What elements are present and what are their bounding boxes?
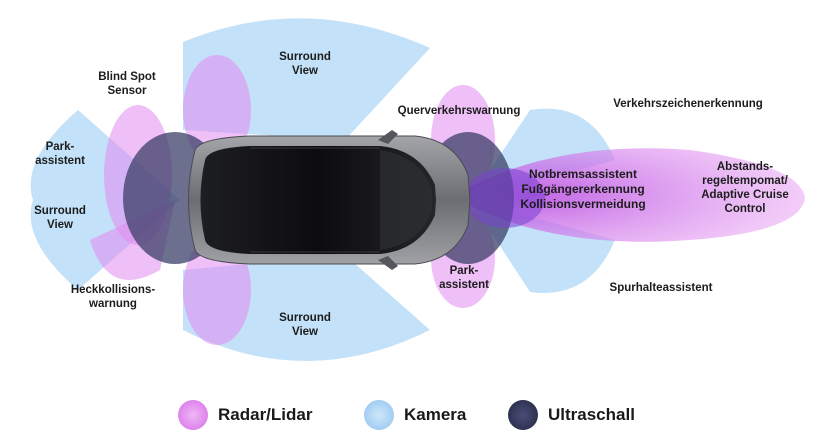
front-overlap-zone — [465, 168, 545, 228]
legend-label-kamera: Kamera — [404, 405, 467, 424]
car-icon — [188, 130, 471, 270]
label-spurhalteassistent: Spurhalteassistent — [609, 282, 713, 294]
label-park-assistent-left: Park-assistent — [35, 141, 85, 167]
camera-legend-icon — [364, 400, 394, 430]
camera-zone-left — [30, 110, 180, 290]
legend-label-ultraschall: Ultraschall — [548, 405, 635, 424]
legend-kamera: Kamera — [364, 398, 466, 432]
radar-acc-zone — [468, 148, 805, 242]
radar-legend-icon — [178, 400, 208, 430]
legend-label-radar: Radar/Lidar — [218, 405, 313, 424]
label-verkehrszeichenerkennung: Verkehrszeichenerkennung — [613, 98, 763, 110]
legend-radar-lidar: Radar/Lidar — [178, 398, 312, 432]
label-querverkehrswarnung: Querverkehrswarnung — [397, 105, 521, 117]
legend-ultraschall: Ultraschall — [508, 398, 635, 432]
label-park-assistent-right: Park-assistent — [439, 265, 489, 291]
label-heckkollisionswarnung: Heckkollisions-warnung — [70, 284, 156, 310]
ultrasound-legend-icon — [508, 400, 538, 430]
